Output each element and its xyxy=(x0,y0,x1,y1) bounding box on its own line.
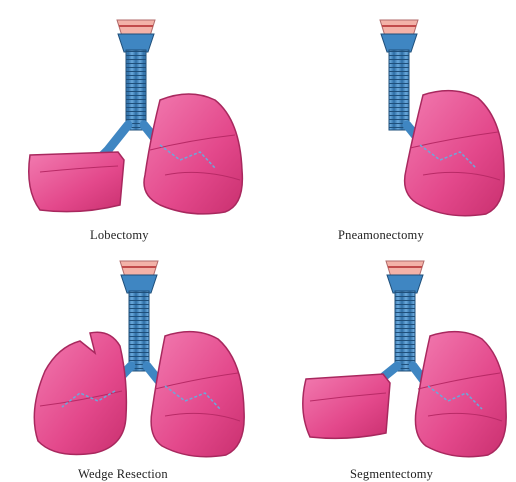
resected-lobe-icon xyxy=(29,152,124,212)
larynx-icon xyxy=(120,261,158,293)
wedge-resection-illustration xyxy=(0,241,258,482)
trachea-icon xyxy=(389,50,409,130)
trachea-icon xyxy=(129,291,149,371)
trachea-icon xyxy=(126,50,146,130)
larynx-icon xyxy=(386,261,424,293)
pneumonectomy-illustration xyxy=(258,0,516,241)
segmentectomy-illustration xyxy=(258,241,516,482)
caption-wedge-resection: Wedge Resection xyxy=(78,467,168,482)
lobectomy-illustration xyxy=(0,0,258,241)
panel-pneumonectomy: Pneamonectomy xyxy=(258,0,516,241)
right-lung-icon xyxy=(151,332,244,457)
resected-segment-icon xyxy=(303,374,390,438)
right-lung-icon xyxy=(405,91,505,216)
panel-lobectomy: Lobectomy xyxy=(0,0,258,241)
trachea-icon xyxy=(395,291,415,371)
caption-segmentectomy: Segmentectomy xyxy=(350,467,433,482)
panel-segmentectomy: Segmentectomy xyxy=(258,241,516,482)
right-lung-icon xyxy=(415,332,506,457)
right-lung-icon xyxy=(144,94,242,214)
larynx-icon xyxy=(380,20,418,52)
larynx-icon xyxy=(117,20,155,52)
panel-wedge-resection: Wedge Resection xyxy=(0,241,258,482)
